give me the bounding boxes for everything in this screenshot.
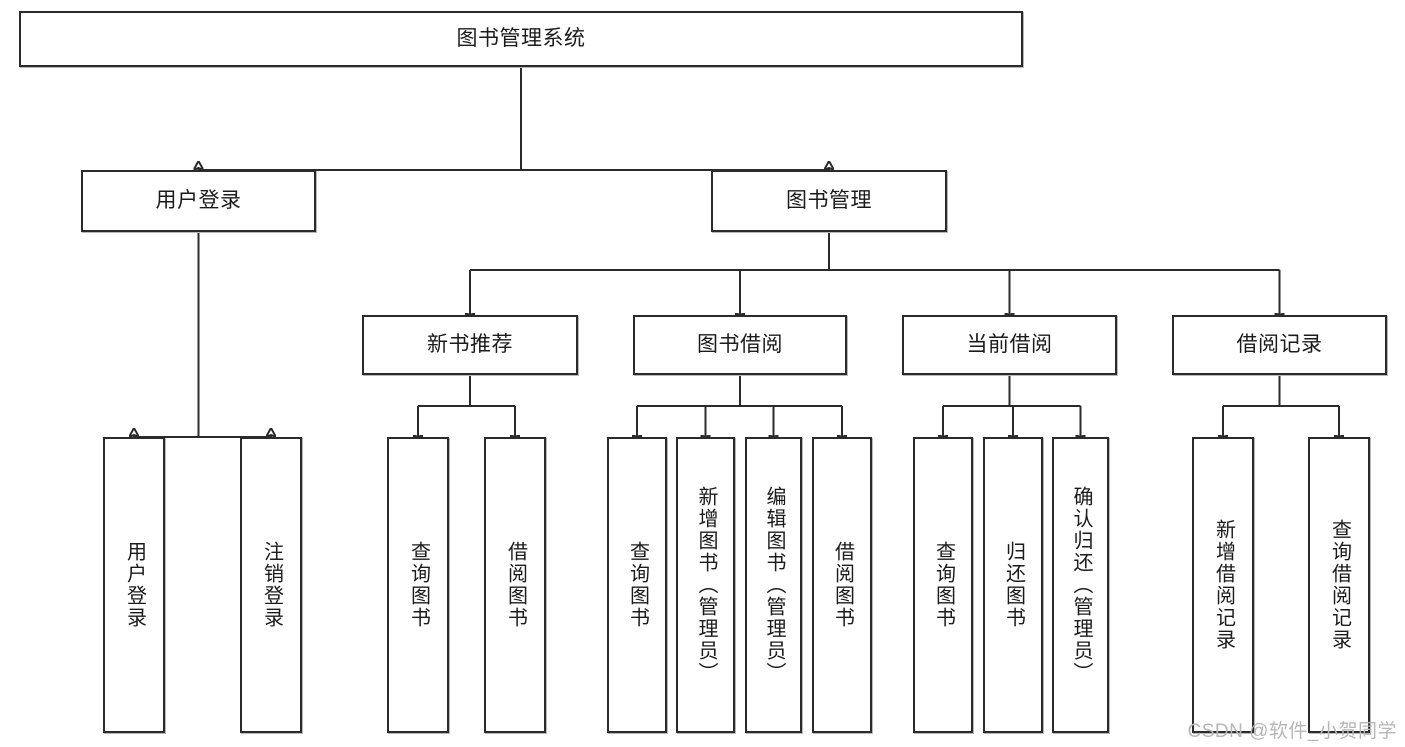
node-leaf-borrow-book-2[interactable]: 借阅图书 [812, 437, 872, 733]
node-leaf-edit-book[interactable]: 编辑图书（管理员） [745, 437, 802, 733]
node-leaf-query-record[interactable]: 查询借阅记录 [1308, 437, 1370, 733]
node-leaf-query-book-2[interactable]: 查询图书 [607, 437, 667, 733]
node-label-borrow-record: 借阅记录 [1236, 332, 1323, 356]
node-label-leaf-user-login: 用户登录 [123, 541, 146, 629]
node-leaf-confirm-return[interactable]: 确认归还（管理员） [1052, 437, 1109, 733]
node-leaf-add-record[interactable]: 新增借阅记录 [1192, 437, 1254, 733]
node-label-new-book-rec: 新书推荐 [427, 332, 513, 356]
node-leaf-query-book-3[interactable]: 查询图书 [913, 437, 973, 733]
node-book-borrow[interactable]: 图书借阅 [633, 315, 847, 375]
node-user-login[interactable]: 用户登录 [81, 170, 316, 232]
node-current-borrow[interactable]: 当前借阅 [902, 315, 1117, 375]
node-label-leaf-confirm-return: 确认归还（管理员） [1070, 486, 1092, 684]
node-label-book-manage: 图书管理 [786, 188, 872, 212]
node-label-leaf-query-book-2: 查询图书 [626, 541, 649, 629]
node-label-current-borrow: 当前借阅 [966, 332, 1053, 356]
node-leaf-query-book-1[interactable]: 查询图书 [387, 437, 449, 733]
node-leaf-add-book[interactable]: 新增图书（管理员） [676, 437, 735, 733]
node-label-leaf-edit-book: 编辑图书（管理员） [763, 486, 785, 684]
node-label-leaf-query-record: 查询借阅记录 [1328, 519, 1351, 651]
node-label-leaf-add-record: 新增借阅记录 [1212, 519, 1235, 651]
node-label-leaf-borrow-book-1: 借阅图书 [504, 541, 527, 629]
node-label-leaf-user-logout: 注销登录 [260, 541, 283, 629]
node-label-leaf-borrow-book-2: 借阅图书 [831, 541, 854, 629]
node-leaf-user-login[interactable]: 用户登录 [103, 437, 165, 733]
node-root[interactable]: 图书管理系统 [19, 11, 1023, 67]
node-borrow-record[interactable]: 借阅记录 [1172, 315, 1387, 375]
node-label-leaf-return-book: 归还图书 [1002, 541, 1025, 629]
node-label-book-borrow: 图书借阅 [697, 332, 783, 356]
node-leaf-return-book[interactable]: 归还图书 [983, 437, 1043, 733]
node-label-leaf-add-book: 新增图书（管理员） [695, 486, 717, 684]
node-label-leaf-query-book-3: 查询图书 [932, 541, 955, 629]
node-leaf-borrow-book-1[interactable]: 借阅图书 [484, 437, 546, 733]
node-new-book-rec[interactable]: 新书推荐 [362, 315, 578, 375]
node-label-leaf-query-book-1: 查询图书 [407, 541, 430, 629]
node-label-user-login: 用户登录 [155, 188, 242, 212]
node-label-root: 图书管理系统 [456, 26, 586, 50]
node-leaf-user-logout[interactable]: 注销登录 [240, 437, 302, 733]
watermark-text: CSDN @软件_小贺同学 [1187, 721, 1397, 742]
node-book-manage[interactable]: 图书管理 [711, 170, 947, 232]
